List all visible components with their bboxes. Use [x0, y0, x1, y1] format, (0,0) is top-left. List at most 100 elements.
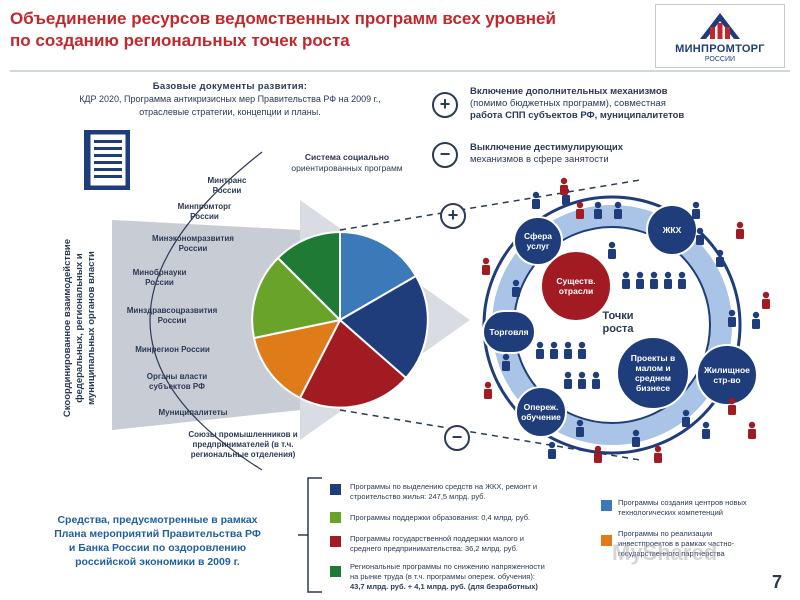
legend-swatch-lightgreen — [330, 512, 341, 523]
node-sme-projects: Проекты в малом и среднем бизнесе — [616, 336, 690, 410]
org-minpromtorg-l2: России — [190, 212, 219, 221]
funds-caption: Средства, предусмотренные в рамках Плана… — [10, 513, 305, 569]
logo-name: МИНПРОМТОРГ — [675, 43, 765, 55]
org-minecon-l1: Минэкономразвития — [152, 234, 234, 243]
legend-swatch-red — [330, 536, 341, 547]
node-advanced-training: Опереж. обучение — [515, 386, 567, 438]
growth-center-l1: Точки — [602, 310, 634, 322]
docs-line-2: КДР 2020, Программа антикризисных мер Пр… — [79, 94, 381, 104]
org-regional-l1: Органы власти — [146, 372, 208, 381]
legend-housing-l1: Программы по выделению средств на ЖКХ, р… — [350, 482, 538, 491]
org-minregion: Минрегион России — [120, 345, 225, 355]
org-municipalities-l1: Муниципалитеты — [158, 408, 228, 417]
org-business-unions: Союзы промышленников и предпринимателей … — [168, 430, 318, 460]
org-regional-authorities: Органы власти субъектов РФ — [132, 372, 222, 392]
org-mineconomrazvitiya: Минэкономразвития России — [138, 234, 248, 254]
title-line-2: по созданию региональных точек роста — [10, 31, 350, 50]
legend-competence-l2: технологических компетенций — [618, 508, 723, 517]
org-minobrnauki: Минобрнауки России — [122, 268, 197, 288]
legend-sme-l1: Программы государственной поддержки мало… — [350, 534, 525, 543]
plus-icon-diagram: + — [440, 203, 466, 229]
legend-labor-l2: на рынке труда (в т.ч. программы опереж.… — [350, 572, 535, 581]
node-existing-industries: Существ. отрасли — [540, 250, 612, 322]
org-minobr-l2: России — [145, 278, 174, 287]
legend-swatch-blue — [601, 500, 612, 511]
plus-icon: + — [432, 92, 458, 118]
pie-slice-orange — [252, 318, 342, 400]
minus-icon-diagram: − — [444, 425, 470, 451]
page-number: 7 — [772, 572, 783, 592]
org-regional-l2: субъектов РФ — [149, 382, 205, 391]
person-red-icons — [482, 177, 770, 463]
legend-labor-l3: 43,7 млрд. руб. + 4,1 млрд. руб. (для бе… — [350, 582, 538, 591]
header-divider — [10, 70, 790, 72]
legend-ppp-l1: Программы по реализации — [618, 529, 713, 538]
legend-swatch-navy — [330, 484, 341, 495]
growth-points-label: Точки роста — [588, 310, 648, 336]
docs-line-3: отраслевые стратегии, концепции и планы. — [139, 107, 321, 117]
org-mintrans: Минтранс России — [192, 176, 262, 196]
dashed-line-top — [339, 179, 641, 231]
mechanism-include: Включение дополнительных механизмов (пом… — [470, 86, 780, 122]
legend-housing: Программы по выделению средств на ЖКХ, р… — [350, 482, 590, 502]
funds-l3: и Банка России по оздоровлению — [68, 542, 247, 554]
org-mintrans-l2: России — [212, 186, 242, 195]
org-unions-l3: региональные отделения) — [190, 450, 296, 459]
org-unions-l2: предпринимателей (в т.ч. — [192, 440, 294, 449]
funds-l2: Плана мероприятий Правительства РФ — [54, 528, 261, 540]
mech-minus-l2: механизмов в сфере занятости — [470, 154, 609, 165]
org-minzdrav-l1: Минздравсоцразвития — [126, 306, 218, 315]
node-housing-construction: Жилищное стр-во — [696, 344, 758, 406]
page-title: Объединение ресурсов ведомственных прогр… — [10, 8, 610, 52]
org-minobr-l1: Минобрнауки — [132, 268, 187, 277]
mechanism-exclude: Выключение дестимулирующих механизмов в … — [470, 142, 750, 166]
org-minpromtorg: Минпромторг России — [162, 202, 247, 222]
system-line-2: ориентированных программ — [291, 163, 403, 173]
minpromtorg-logo: МИНПРОМТОРГ РОССИИ — [655, 4, 785, 68]
org-minzdrav-l2: России — [157, 316, 187, 325]
pie-slice-blue — [339, 230, 418, 322]
mech-minus-l1: Выключение дестимулирующих — [470, 142, 624, 153]
growth-center-l2: роста — [602, 323, 634, 335]
legend-labor-l1: Региональные программы по снижению напря… — [350, 562, 545, 571]
watermark: MyShared — [612, 540, 718, 565]
legend-sme: Программы государственной поддержки мало… — [350, 534, 590, 554]
document-book-icon — [84, 130, 130, 190]
legend-education: Программы поддержки образования: 0,4 млр… — [350, 513, 590, 523]
base-documents: Базовые документы развития: КДР 2020, Пр… — [50, 80, 410, 119]
pie-slice-lightgreen — [251, 256, 343, 340]
node-housing: ЖКХ — [646, 204, 698, 256]
org-minzdravsoc: Минздравсоцразвития России — [112, 306, 232, 326]
legend-competence-l1: Программы создания центров новых — [618, 498, 747, 507]
legend-education-l1: Программы поддержки образования: 0,4 млр… — [350, 513, 531, 522]
funds-l4: российской экономики в 2009 г. — [75, 556, 240, 568]
legend-swatch-orange — [601, 535, 612, 546]
pie-slice-green — [276, 230, 341, 323]
org-mintrans-l1: Минтранс — [207, 176, 247, 185]
logo-emblem-icon — [700, 13, 740, 39]
legend-sme-l2: среднего предпринимательства: 36,2 млрд.… — [350, 544, 519, 553]
person-blue-icons — [502, 187, 760, 459]
minus-icon: − — [432, 142, 458, 168]
legend-labor: Региональные программы по снижению напря… — [350, 562, 590, 592]
system-line-1: Система социально — [304, 152, 390, 162]
mech-plus-l2: (помимо бюджетных программ), совместная — [470, 98, 666, 109]
legend-ppp-l2: инвестпроектов в рамках частно- — [618, 539, 735, 548]
funds-l1: Средства, предусмотренные в рамках — [57, 514, 258, 526]
mech-plus-l3: работа СПП субъектов РФ, муниципалитетов — [470, 110, 685, 121]
org-arc — [149, 151, 263, 471]
org-minpromtorg-l1: Минпромторг — [177, 202, 232, 211]
programs-pie — [251, 230, 429, 409]
title-line-1: Объединение ресурсов ведомственных прогр… — [10, 9, 556, 28]
pie-slice-red — [298, 318, 408, 409]
org-minecon-l2: России — [178, 244, 208, 253]
legend-ppp: Программы по реализации инвестпроектов в… — [618, 529, 788, 559]
node-trade: Торговля — [482, 310, 536, 354]
pie-slice-navy — [338, 274, 429, 380]
legend-swatch-green — [330, 566, 341, 577]
legend-housing-l2: строительство жилья: 247,5 млрд. руб. — [350, 492, 486, 501]
org-minregion-l1: Минрегион России — [135, 345, 210, 354]
mech-plus-l1: Включение дополнительных механизмов — [470, 86, 668, 97]
legend-ppp-l3: государственного партнерства — [618, 549, 725, 558]
legend-bracket — [298, 477, 322, 593]
